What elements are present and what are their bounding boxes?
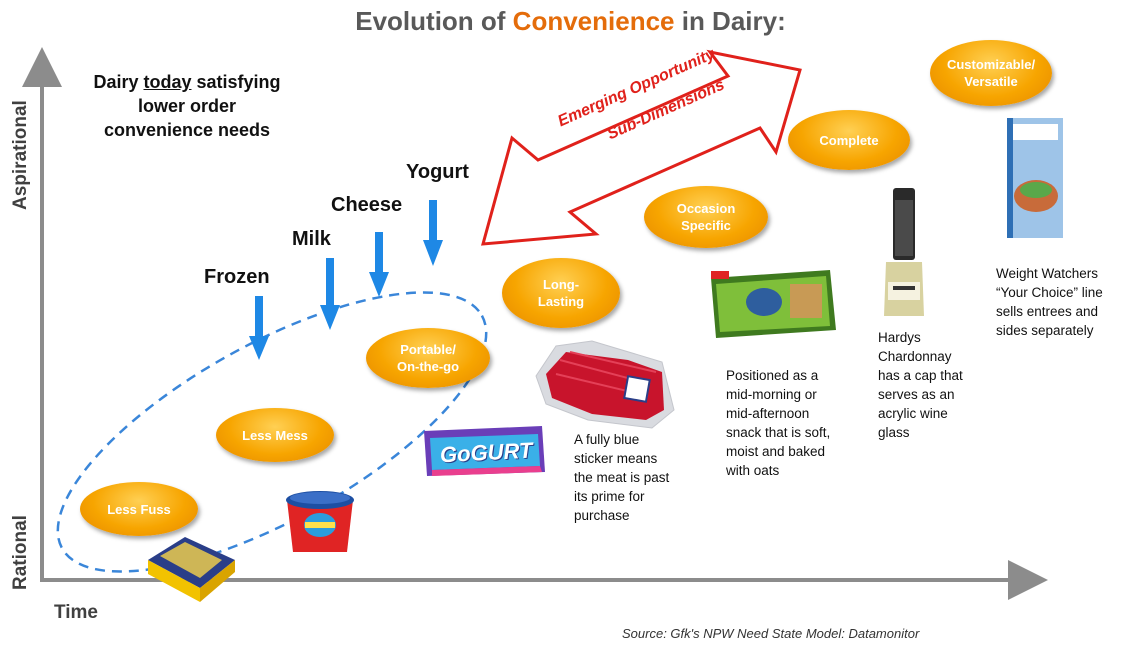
- category-arrow-frozen: [249, 296, 269, 360]
- category-frozen: Frozen: [204, 266, 270, 288]
- y-axis-top-label-wrap: Aspirational: [6, 70, 36, 210]
- category-milk: Milk: [292, 228, 331, 250]
- category-arrow-milk: [320, 258, 340, 330]
- oval-portable: Portable/On-the-go: [366, 328, 490, 388]
- y-axis-label-rational: Rational: [10, 515, 31, 590]
- cheese-slices-product-image: [148, 537, 235, 602]
- weight-watchers-product-image: [1007, 118, 1063, 238]
- oval-long-lasting: Long-Lasting: [502, 258, 620, 328]
- title-highlight: Convenience: [512, 6, 675, 36]
- category-cheese: Cheese: [331, 194, 403, 216]
- source-note: Source: Gfk's NPW Need State Model: Data…: [622, 626, 920, 641]
- today-note: Dairy today satisfying lower order conve…: [93, 72, 281, 140]
- gogurt-label: GoGURT: [439, 437, 534, 468]
- dairy-tub-product-image: [286, 491, 354, 552]
- category-arrow-cheese: [369, 232, 389, 297]
- meat-package-product-image: [535, 340, 675, 429]
- oval-less-fuss: Less Fuss: [80, 482, 198, 536]
- oval-customizable: Customizable/Versatile: [930, 40, 1052, 106]
- category-arrow-yogurt: [423, 200, 443, 266]
- emerging-opportunity-arrow: [480, 49, 802, 246]
- oval-less-mess: Less Mess: [216, 408, 334, 462]
- gogurt-product-image: [424, 426, 545, 476]
- page-title: Evolution of Convenience in Dairy:: [355, 6, 786, 36]
- y-axis-label-aspirational: Aspirational: [10, 100, 31, 210]
- current-convenience-ellipse: [56, 291, 488, 573]
- oval-complete: Complete: [788, 110, 910, 170]
- y-axis-bottom-label-wrap: Rational: [6, 480, 36, 590]
- category-yogurt: Yogurt: [406, 161, 469, 183]
- oat-snack-product-image: [711, 270, 836, 338]
- x-axis-label-time: Time: [54, 602, 99, 623]
- wine-bottle-product-image: [884, 188, 924, 316]
